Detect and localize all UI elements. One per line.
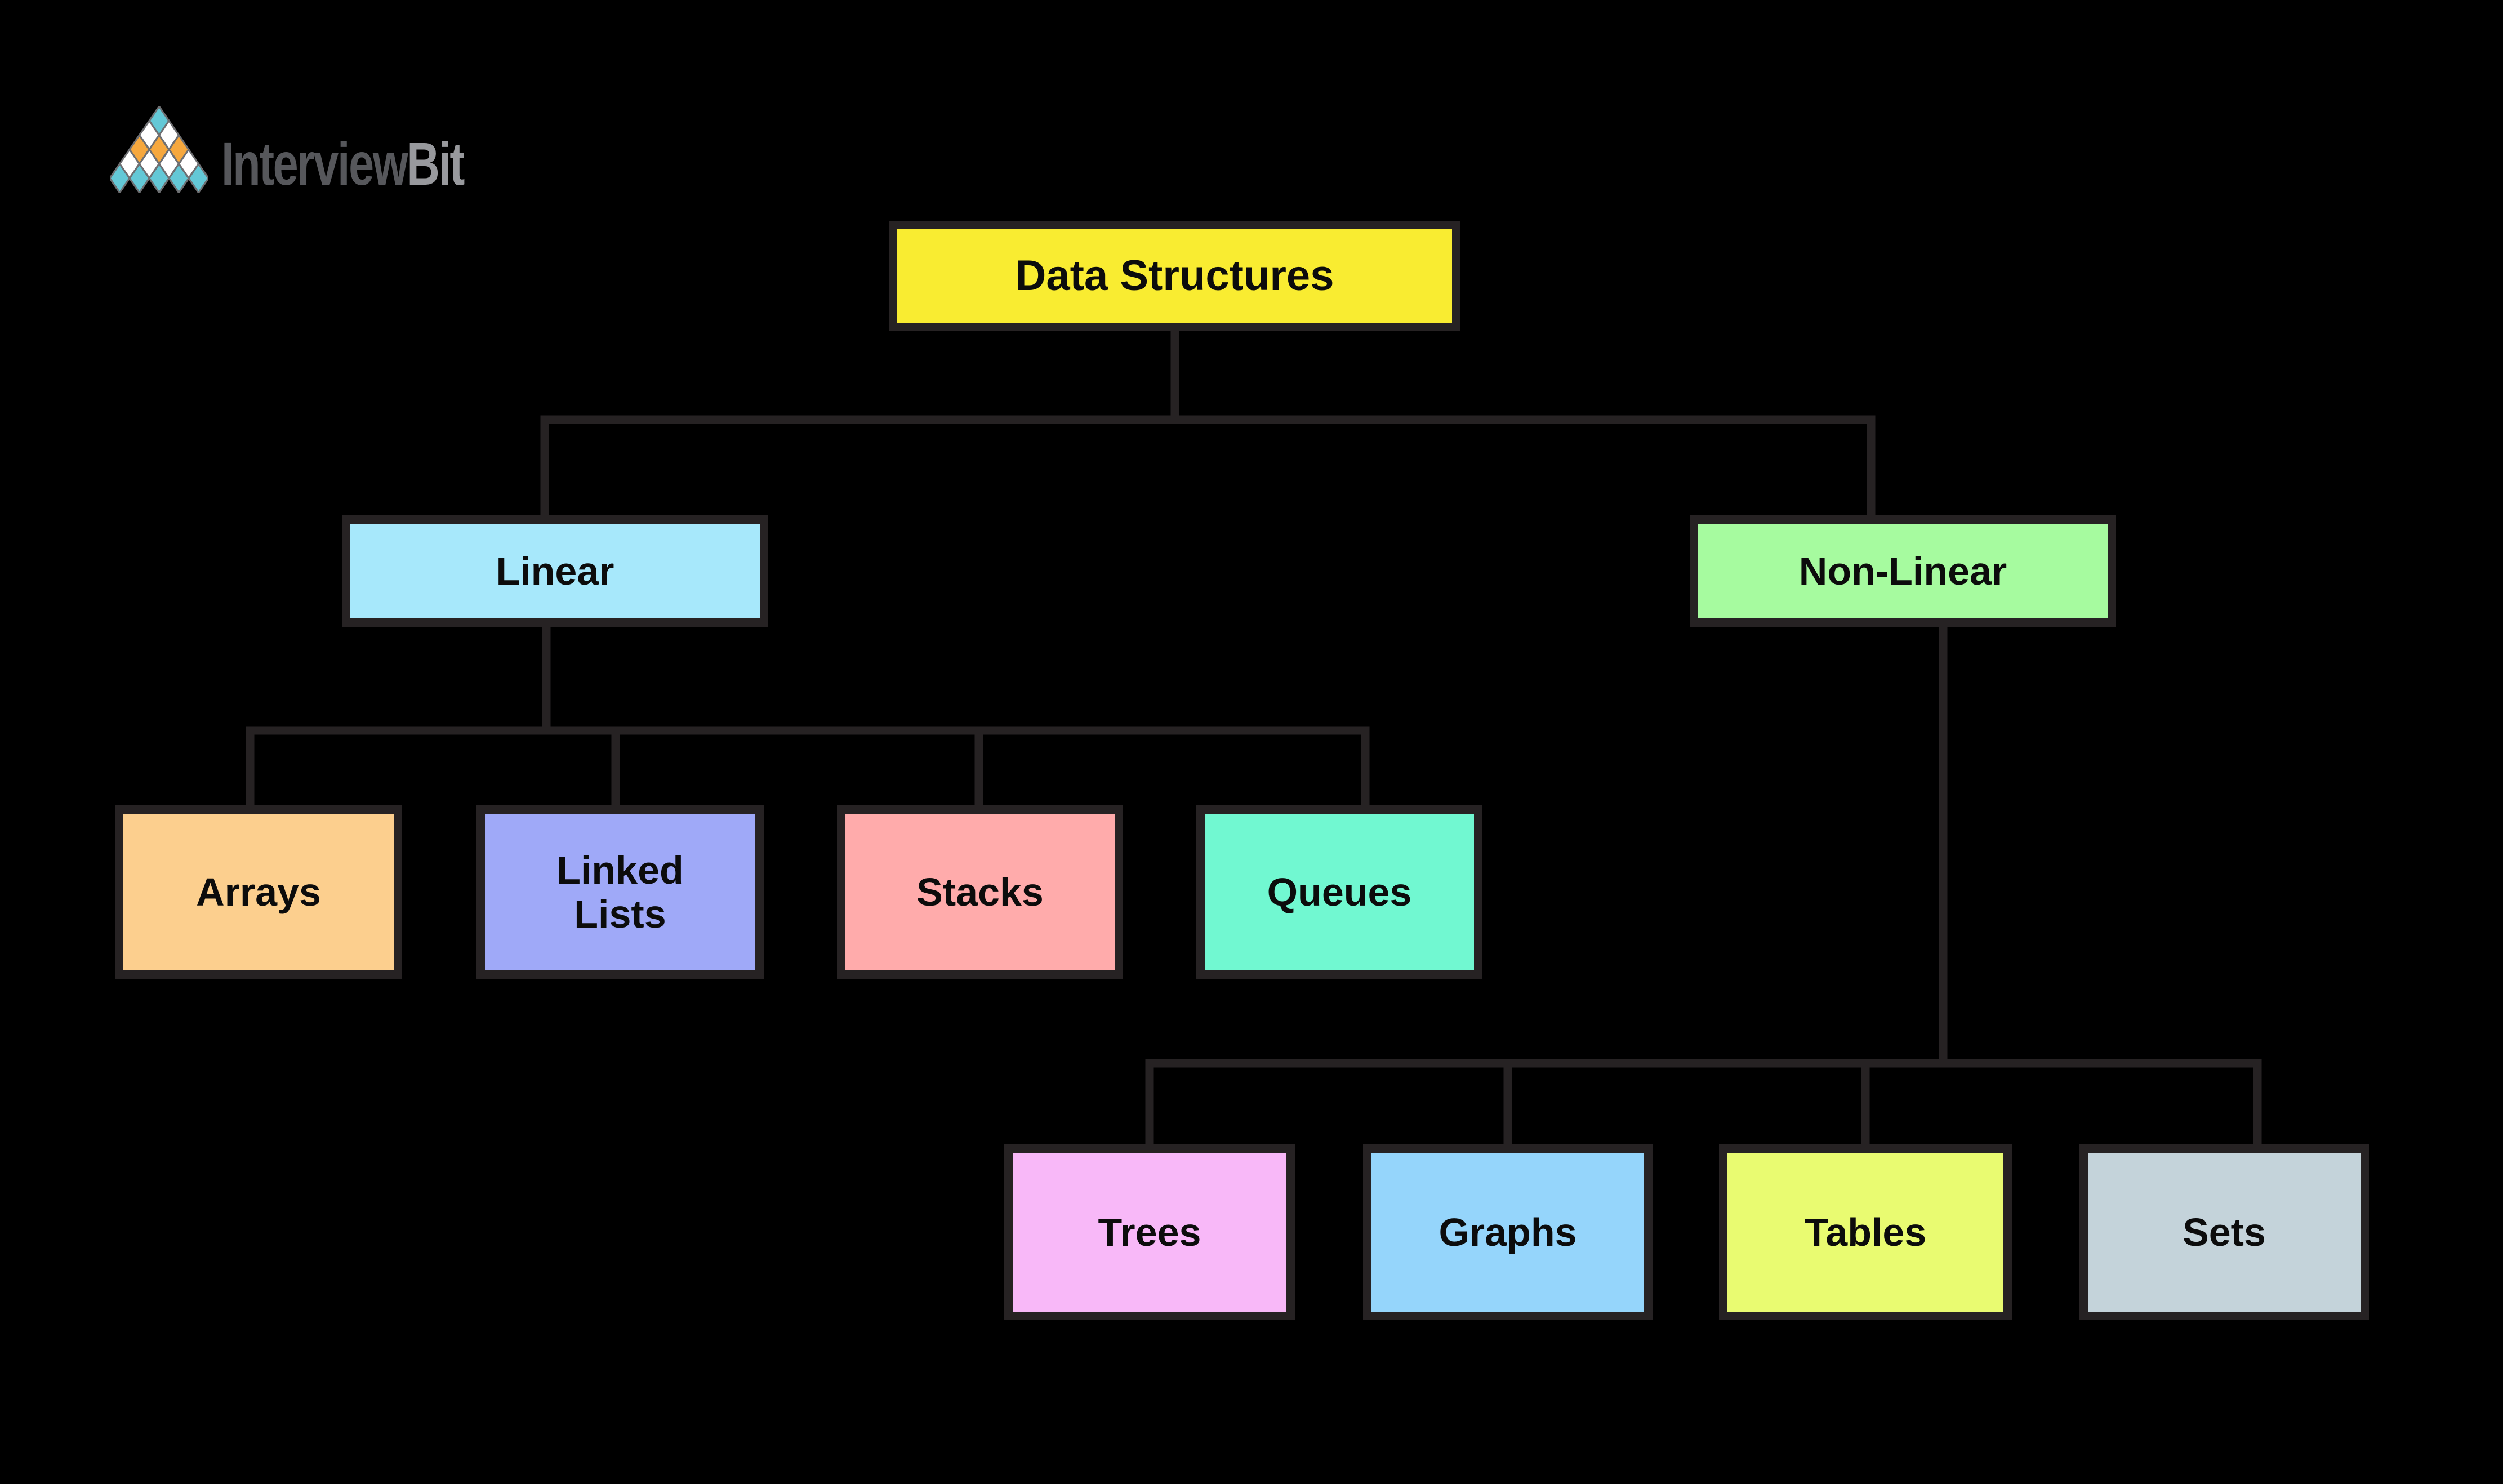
node-non-linear-label: Non-Linear bbox=[1798, 549, 2007, 593]
logo-text-bit: Bit bbox=[407, 130, 465, 198]
connector-nonlinear-bar bbox=[1145, 1059, 2262, 1144]
node-tables: Tables bbox=[1719, 1144, 2012, 1320]
node-sets-label: Sets bbox=[2183, 1210, 2266, 1254]
logo-text-interview: Interview bbox=[221, 130, 408, 198]
node-arrays: Arrays bbox=[115, 805, 402, 979]
node-sets: Sets bbox=[2079, 1144, 2369, 1320]
interviewbit-logo: InterviewBit bbox=[110, 106, 729, 197]
node-trees-label: Trees bbox=[1098, 1210, 1201, 1254]
node-arrays-label: Arrays bbox=[196, 870, 321, 914]
node-queues: Queues bbox=[1196, 805, 1482, 979]
node-linked-lists-label: Linked Lists bbox=[556, 848, 684, 936]
node-data-structures-label: Data Structures bbox=[1015, 252, 1334, 300]
node-trees: Trees bbox=[1004, 1144, 1295, 1320]
node-non-linear: Non-Linear bbox=[1690, 515, 2116, 627]
node-linear: Linear bbox=[342, 515, 768, 627]
node-graphs: Graphs bbox=[1363, 1144, 1653, 1320]
node-tables-label: Tables bbox=[1804, 1210, 1927, 1254]
logo-wordmark: InterviewBit bbox=[221, 133, 465, 194]
connector-linear-bar bbox=[246, 726, 1370, 805]
node-linked-lists: Linked Lists bbox=[476, 805, 764, 979]
node-data-structures: Data Structures bbox=[889, 221, 1460, 331]
node-queues-label: Queues bbox=[1267, 870, 1412, 914]
node-graphs-label: Graphs bbox=[1438, 1210, 1577, 1254]
node-stacks-label: Stacks bbox=[916, 870, 1044, 914]
node-stacks: Stacks bbox=[837, 805, 1123, 979]
node-linear-label: Linear bbox=[496, 549, 614, 593]
connector-level1-bar bbox=[540, 415, 1876, 515]
logo-pyramid-icon bbox=[110, 106, 208, 193]
